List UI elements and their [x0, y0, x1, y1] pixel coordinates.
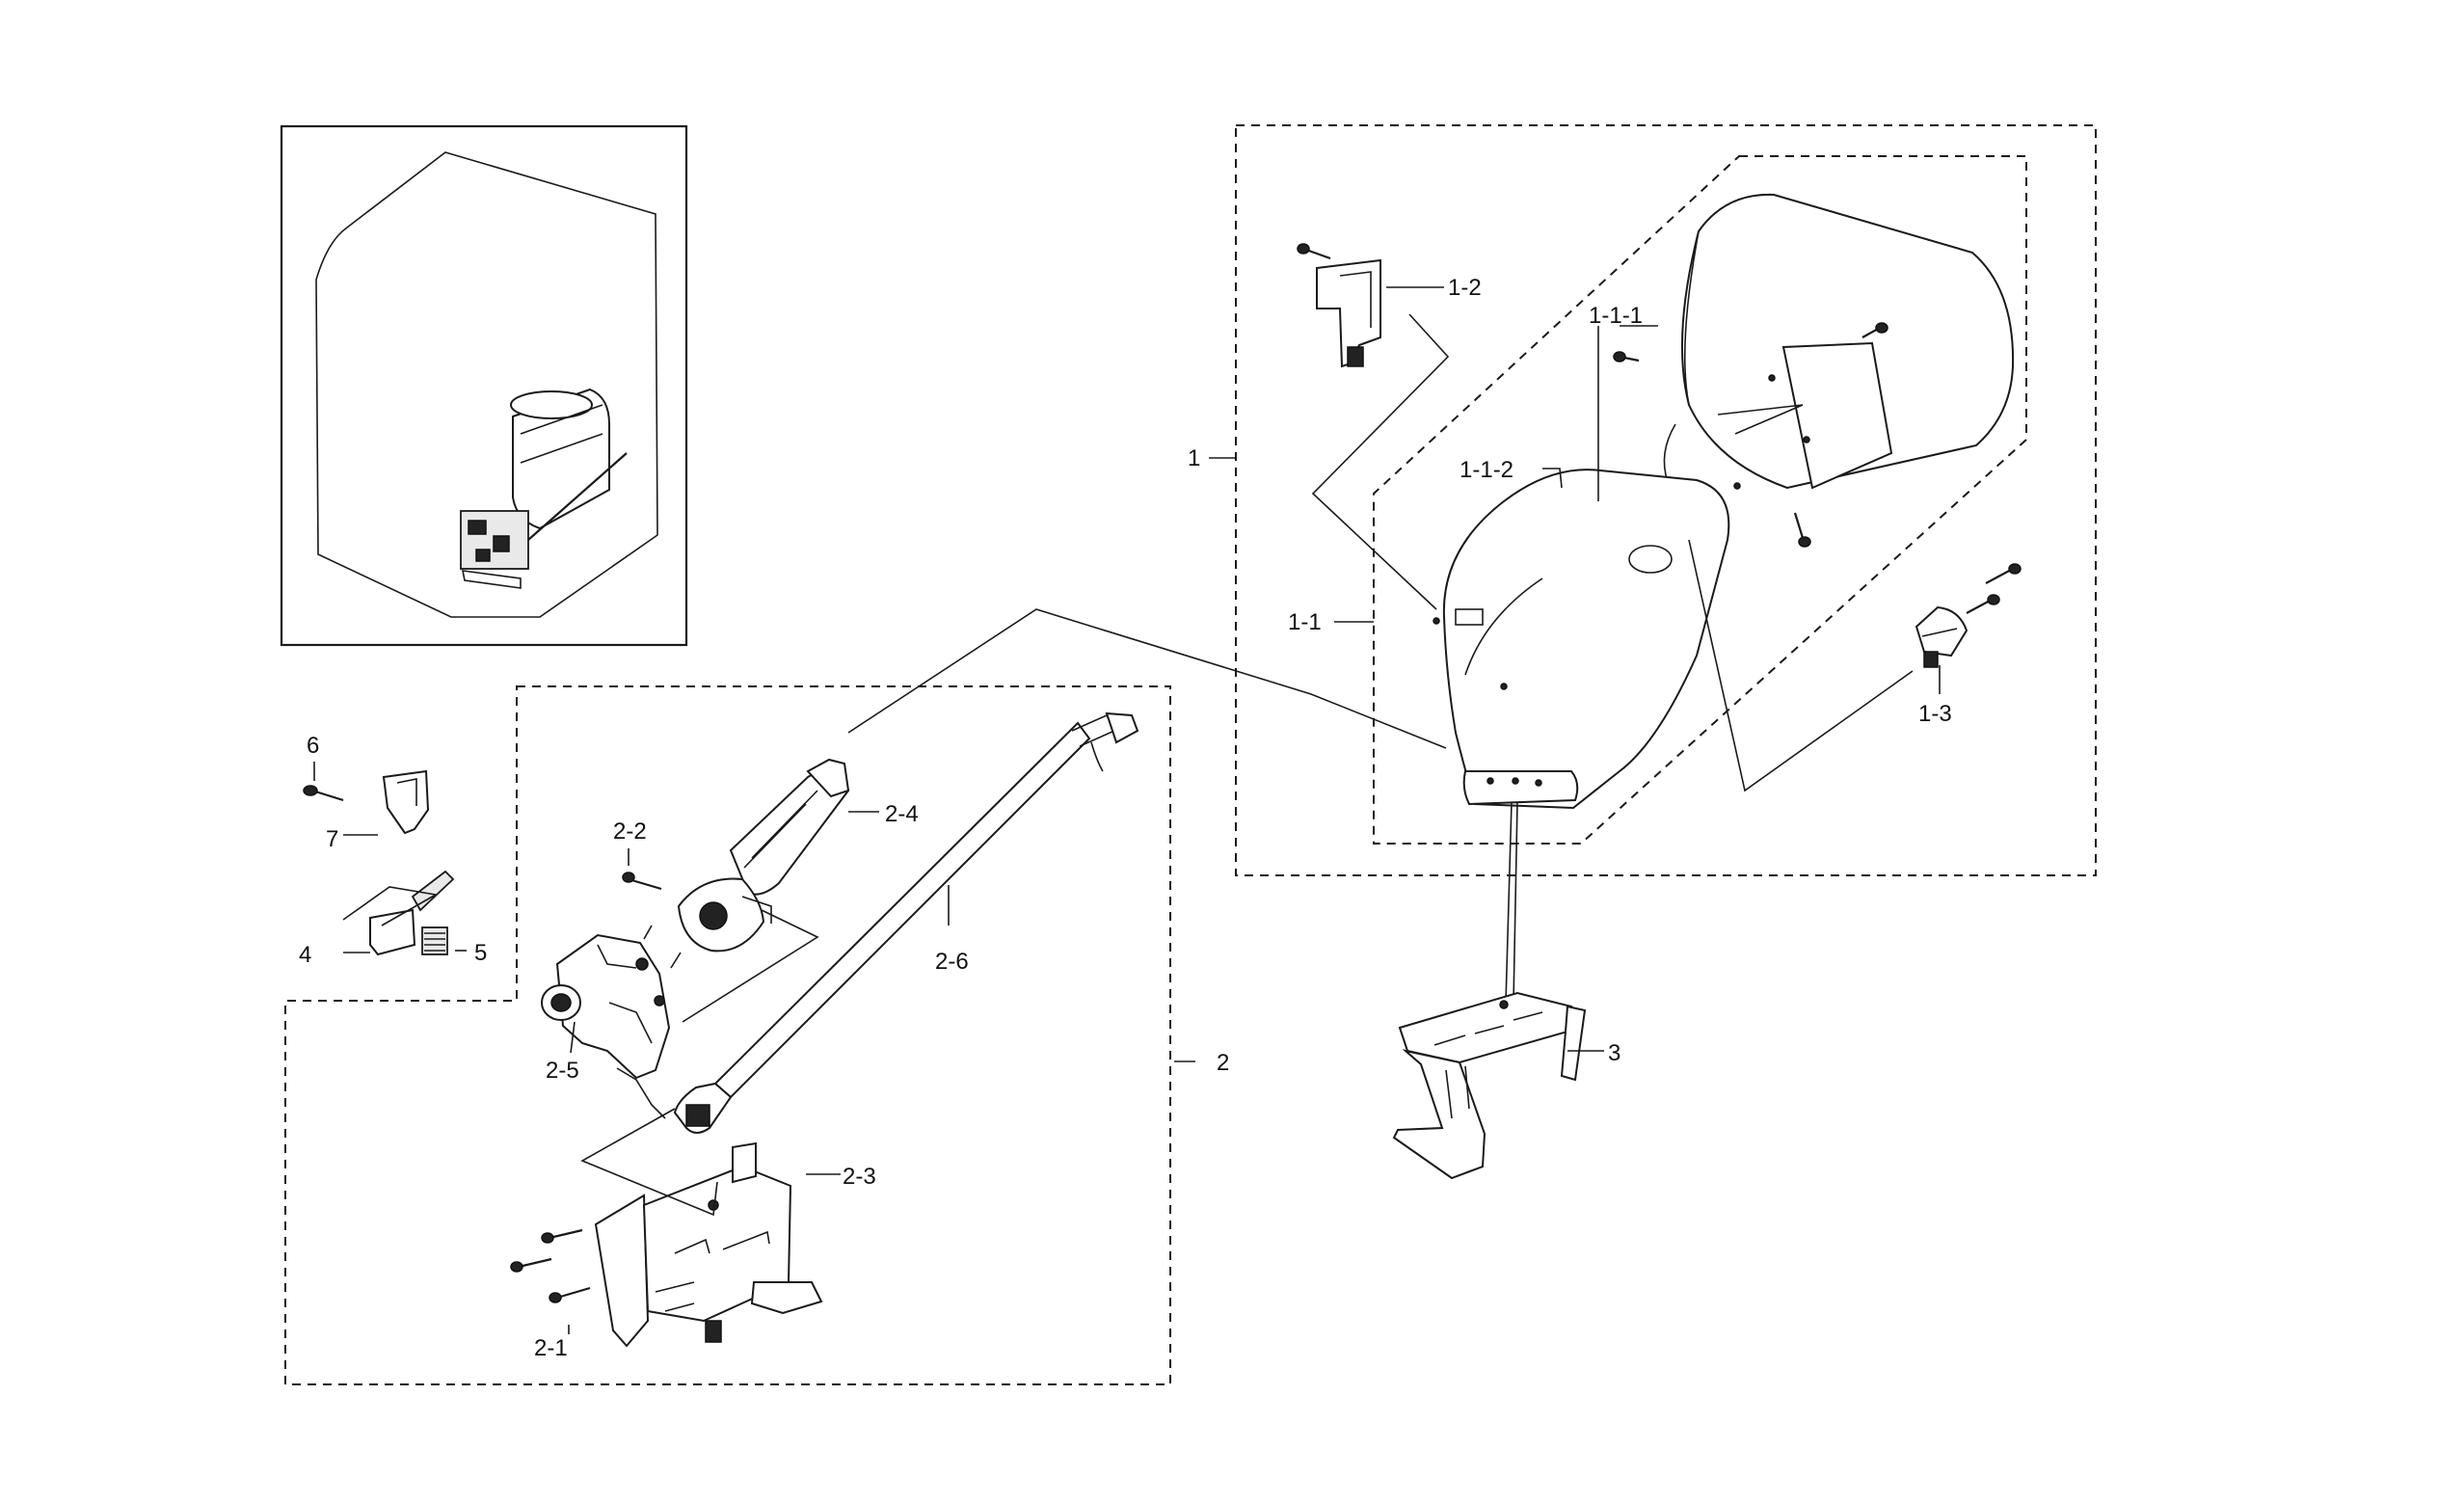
- heater-housing-front: [1433, 469, 1730, 810]
- dryer-cabinet-outline-icon: [315, 151, 658, 618]
- callout-leaders: [313, 286, 1941, 1334]
- callout-1-1-1: 1-1-1: [1589, 303, 1643, 329]
- callout-2-4: 2-4: [885, 801, 919, 827]
- callout-6: 6: [307, 733, 319, 759]
- group-1-1-boundary: [1373, 155, 2027, 845]
- callout-2-3: 2-3: [843, 1164, 876, 1190]
- screw-icon: [510, 872, 662, 1303]
- screw-icon: [1297, 243, 2022, 614]
- leader-valve-to-bracket: [580, 1108, 718, 1217]
- igniter-4: [369, 908, 416, 956]
- leader-1-2-to-housing: [1311, 313, 1450, 610]
- callout-1-1-2: 1-1-2: [1460, 457, 1513, 483]
- callout-2-1: 2-1: [534, 1335, 568, 1361]
- group-1-housing: [847, 124, 2097, 1004]
- heater-assembly-mini-icon: [460, 388, 628, 589]
- callout-5: 5: [474, 940, 487, 966]
- burner-tube-icon: [677, 758, 850, 953]
- loose-parts-group: [303, 769, 455, 956]
- callout-4: 4: [299, 942, 311, 968]
- group-2-burner: [284, 685, 1171, 1385]
- inset-frame: [280, 124, 688, 647]
- group-1-boundary: [1235, 124, 2097, 876]
- group-2-boundary: [284, 685, 1171, 1385]
- callout-3: 3: [1608, 1040, 1620, 1066]
- callout-2: 2: [1217, 1050, 1229, 1076]
- overview-inset: [280, 124, 688, 647]
- callout-2-2: 2-2: [613, 819, 647, 845]
- callout-2-6: 2-6: [935, 949, 969, 975]
- leader-burner-to-valve: [682, 909, 819, 1023]
- callout-7: 7: [326, 826, 338, 852]
- leader-housing-to-bracket-3: [1505, 801, 1518, 1004]
- callout-1-3: 1-3: [1918, 701, 1952, 727]
- leader-housing-bottom: [1688, 539, 1914, 792]
- gas-valve-icon: [541, 925, 682, 1119]
- thermostat-bracket: [1316, 258, 1381, 368]
- callout-1-2: 1-2: [1448, 275, 1482, 301]
- flame-sensor: [1915, 605, 1969, 668]
- callout-1-1: 1-1: [1288, 609, 1322, 635]
- mounting-bracket-3: [1392, 991, 1587, 1180]
- callout-2-5: 2-5: [546, 1058, 579, 1084]
- flame-tube: [673, 711, 1139, 1134]
- heater-housing-rear: [1663, 193, 2015, 490]
- screw-icon: [303, 785, 318, 796]
- leader-burner-to-housing: [847, 608, 1447, 749]
- callouts: 1 1-1 1-1-1 1-1-2 1-2 1-3 2 2-1 2-2 2-3 …: [299, 275, 1952, 1361]
- valve-bracket: [594, 1141, 823, 1348]
- callout-1: 1: [1188, 445, 1200, 471]
